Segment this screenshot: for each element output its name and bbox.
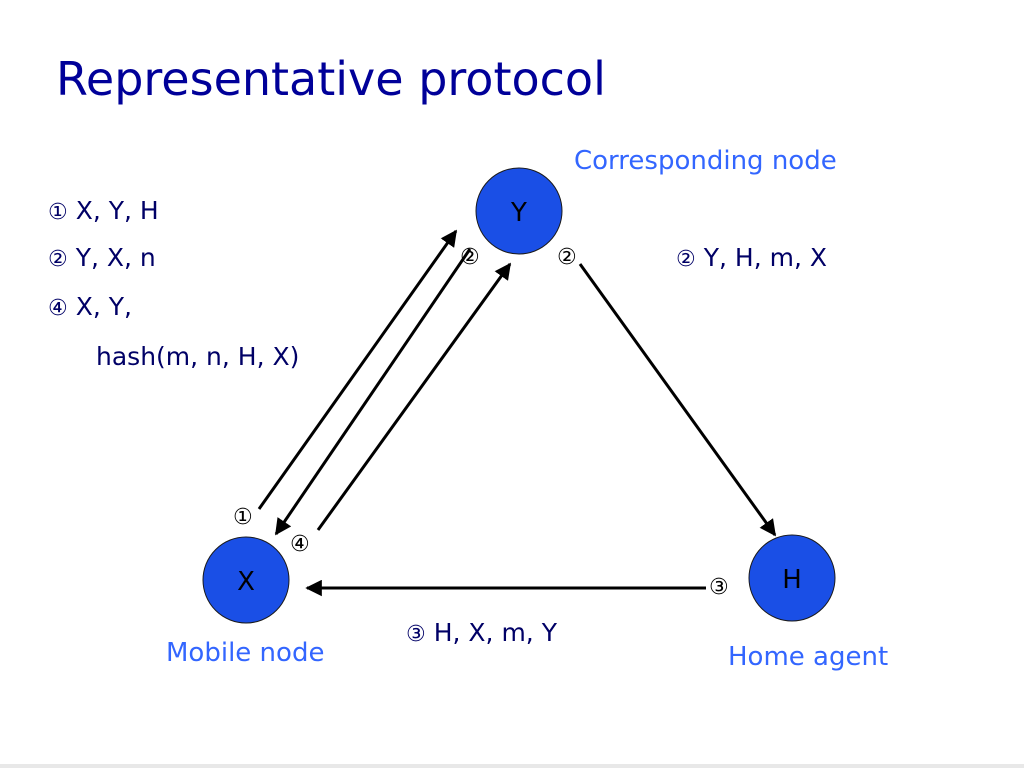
step-2-label: ② Y, X, n xyxy=(48,243,156,273)
step-2-right-label: ② Y, H, m, X xyxy=(676,243,827,273)
node-h-circle xyxy=(748,534,836,622)
step-1-text: X, Y, H xyxy=(75,196,159,225)
step-2-right-number: ② xyxy=(676,247,696,272)
step-3-number: ③ xyxy=(406,622,426,647)
step-1-number: ① xyxy=(48,200,68,225)
node-x: X xyxy=(202,536,290,624)
step-4-text: X, Y, xyxy=(75,292,132,321)
node-y-label: Y xyxy=(510,198,527,228)
node-y-circle xyxy=(475,167,563,255)
arrow-2-y-to-x xyxy=(274,248,472,536)
slide-title: Representative protocol xyxy=(56,52,606,106)
arrow-4-x-to-y xyxy=(316,262,512,531)
arrow-2-left-badge: ② xyxy=(460,245,480,270)
step-4-label: ④ X, Y, xyxy=(48,292,132,322)
step-1-label: ① X, Y, H xyxy=(48,196,159,226)
mobile-node-label: Mobile node xyxy=(166,638,325,668)
arrow-2-right-badge: ② xyxy=(557,245,577,270)
step-3-label: ③ H, X, m, Y xyxy=(406,618,557,648)
arrow-4-badge: ④ xyxy=(290,532,310,557)
step-4-number: ④ xyxy=(48,296,68,321)
node-x-circle xyxy=(202,536,290,624)
home-agent-label: Home agent xyxy=(728,642,889,672)
arrow-3-badge: ③ xyxy=(709,575,729,600)
corresponding-node-label: Corresponding node xyxy=(574,146,837,176)
step-2-number: ② xyxy=(48,247,68,272)
step-2-right-text: Y, H, m, X xyxy=(703,243,827,272)
arrow-1-x-to-y xyxy=(257,229,458,510)
node-h-label: H xyxy=(782,565,802,595)
arrow-1-badge: ① xyxy=(233,505,253,530)
node-h: H xyxy=(748,534,836,622)
node-x-label: X xyxy=(237,567,255,597)
node-y: Y xyxy=(475,167,563,255)
arrow-2-y-to-h xyxy=(578,263,777,537)
step-4-continuation: hash(m, n, H, X) xyxy=(96,342,300,371)
footer-divider xyxy=(0,764,1024,768)
step-3-text: H, X, m, Y xyxy=(433,618,557,647)
step-2-text: Y, X, n xyxy=(75,243,156,272)
